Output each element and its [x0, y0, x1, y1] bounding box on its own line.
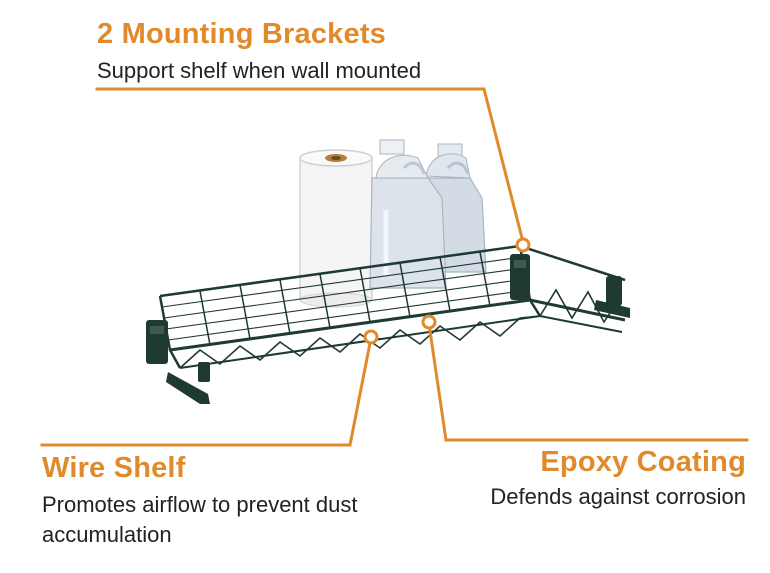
- brackets-anchor-dot: [515, 237, 531, 253]
- bracket-left: [146, 320, 210, 404]
- epoxy-anchor-dot: [421, 314, 437, 330]
- bracket-right: [510, 254, 630, 318]
- jug-front: [369, 139, 447, 289]
- brackets-title: 2 Mounting Brackets: [97, 18, 387, 50]
- wire-shelf-anchor-dot: [363, 329, 379, 345]
- brackets-description: Support shelf when wall mounted: [97, 58, 422, 83]
- callout-lines: [40, 87, 749, 447]
- wire-shelf-title: Wire Shelf: [42, 452, 186, 484]
- wire-shelf-description: Promotes airflow to prevent dust accumul…: [42, 492, 358, 547]
- paper-towel-roll: [299, 149, 373, 308]
- epoxy-description: Defends against corrosion: [490, 484, 746, 509]
- wire-shelf: [158, 244, 626, 369]
- epoxy-title: Epoxy Coating: [540, 446, 746, 478]
